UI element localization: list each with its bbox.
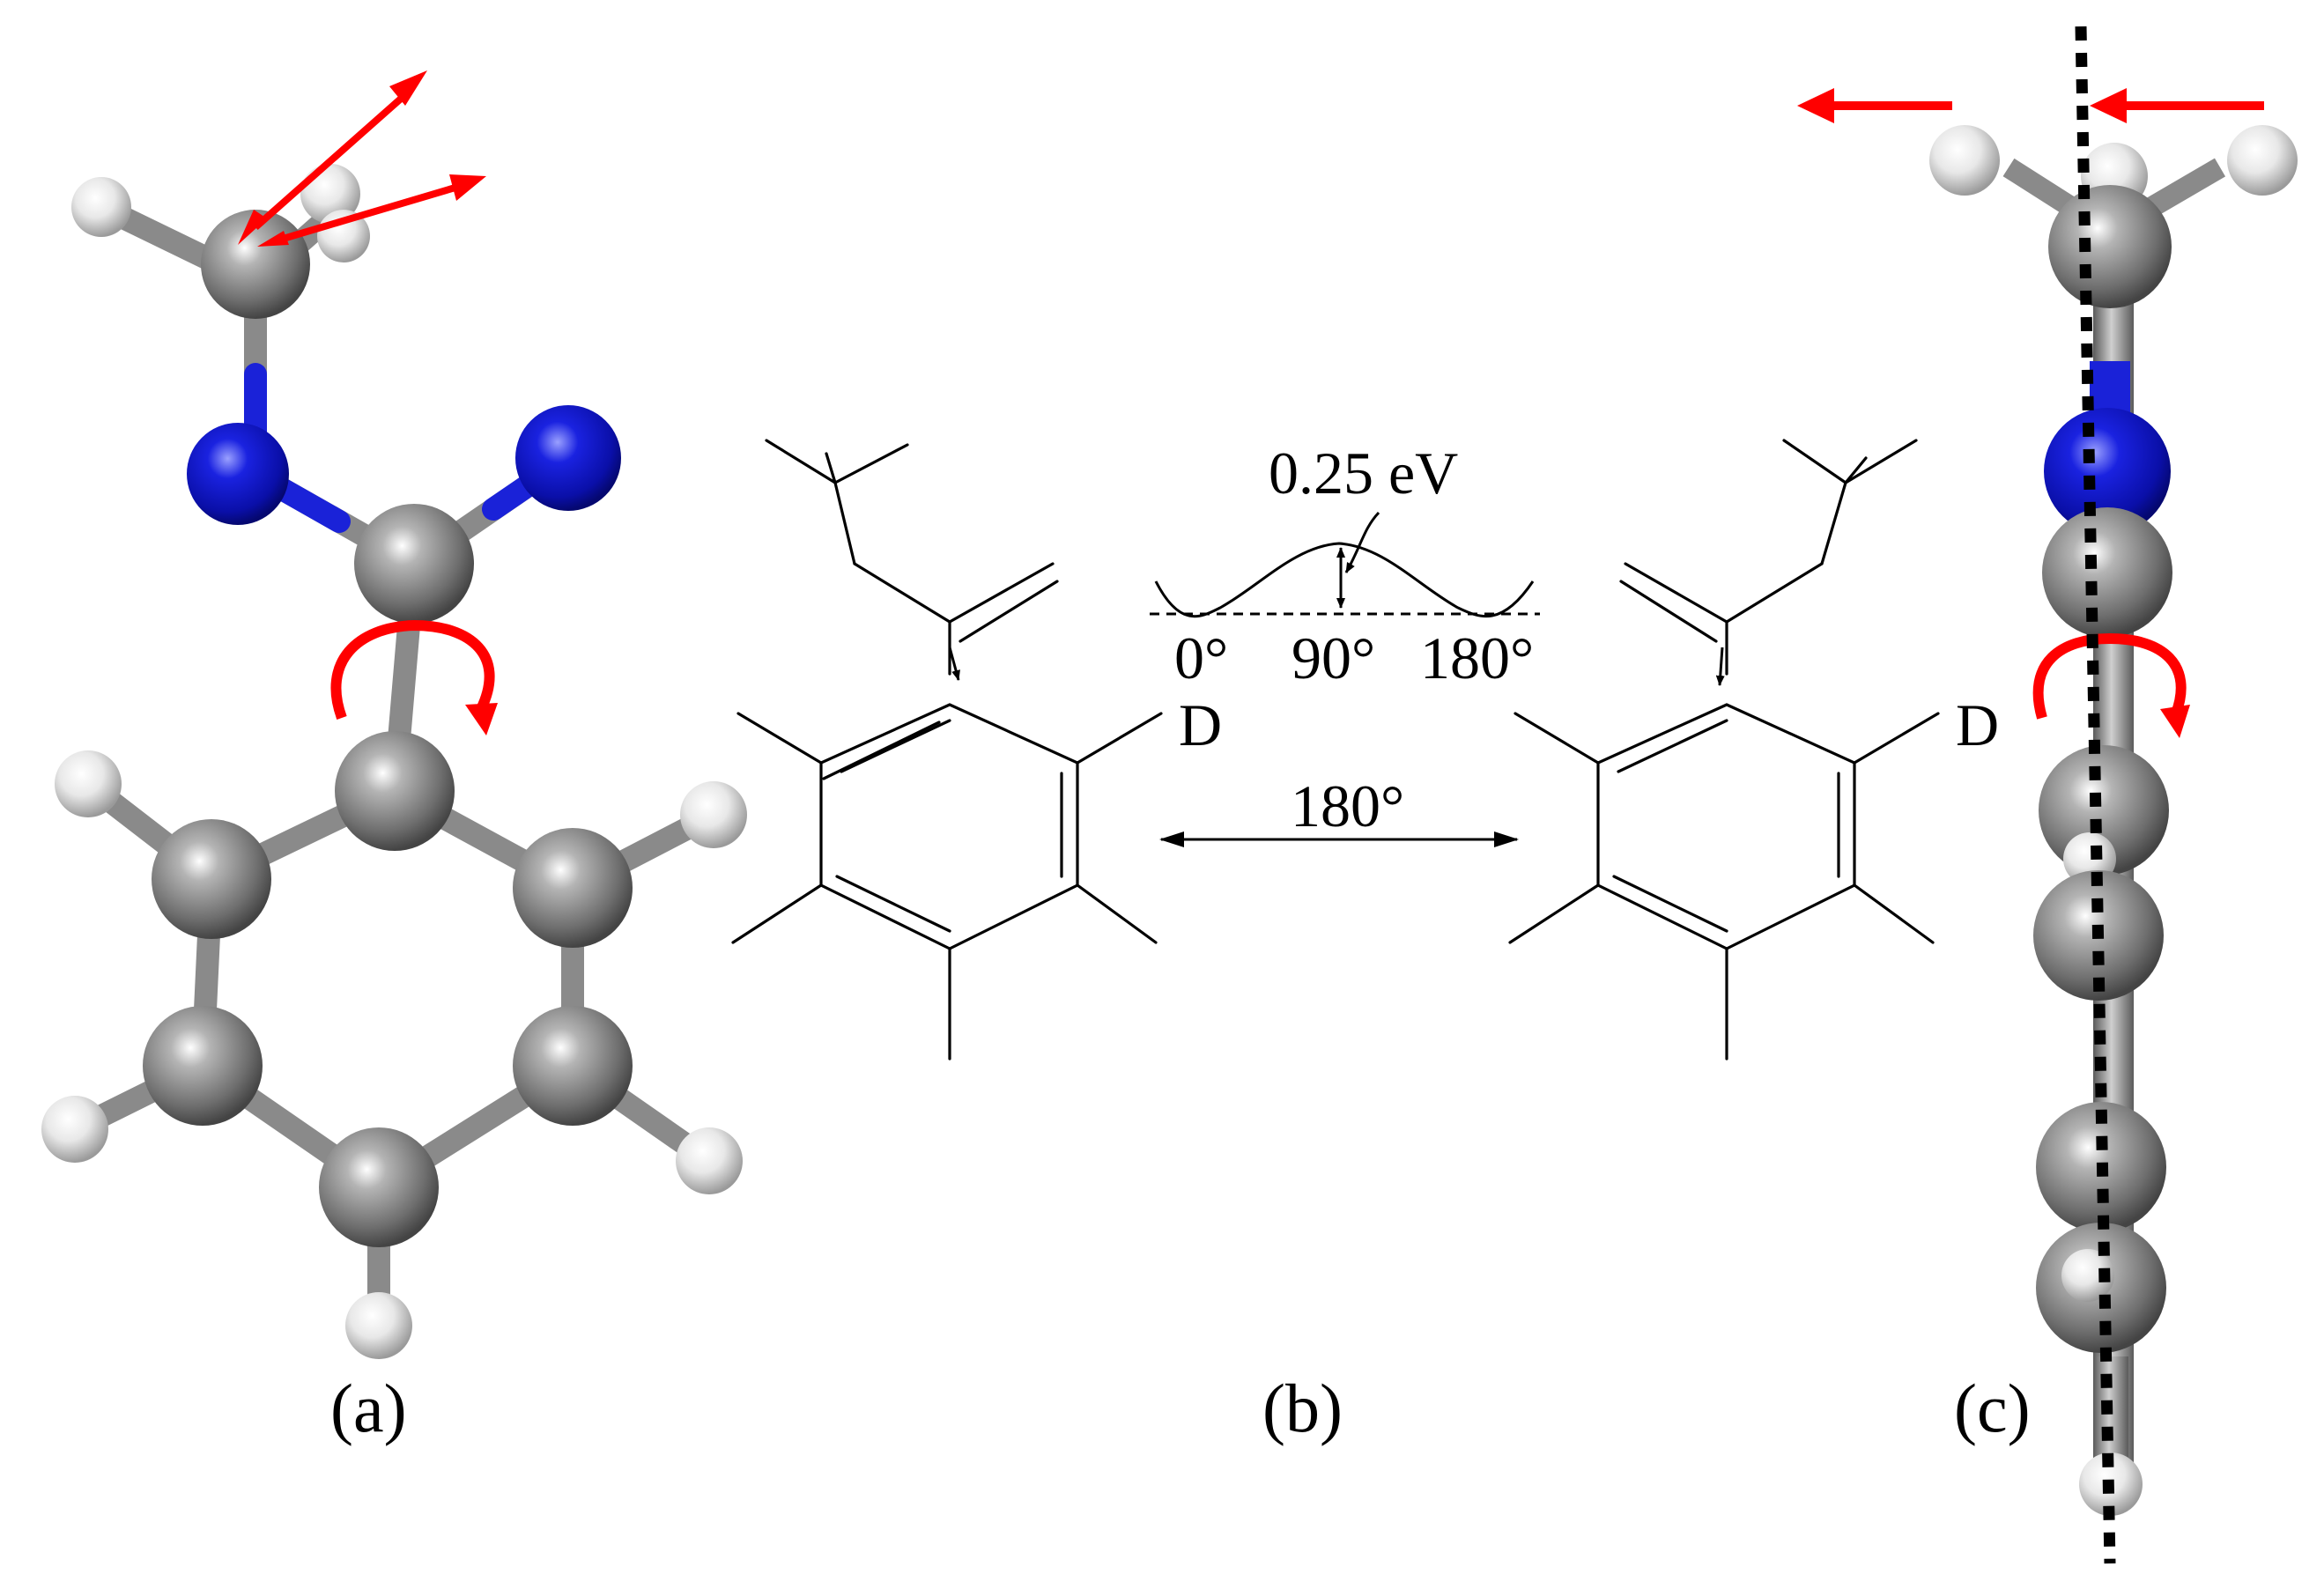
barrier-pointer <box>1344 511 1380 573</box>
rotation-arrow-icon <box>330 619 498 735</box>
carbon-atom <box>513 828 633 948</box>
carbon-atom <box>143 1006 263 1126</box>
right-attachment-arrow <box>1715 647 1725 686</box>
hydrogen-atom <box>55 750 122 817</box>
hydrogen-atom <box>680 781 747 848</box>
energy-profile: 0.25 eV 0° 90° 180° <box>1150 440 1540 691</box>
panel-a: (a) <box>41 70 747 1446</box>
carbon-atom <box>319 1127 439 1247</box>
left-ring-substituents <box>731 439 1163 1061</box>
energy-curve <box>1154 542 1535 618</box>
carbon-atom <box>354 504 474 624</box>
panel-b-label: (b) <box>1262 1370 1343 1446</box>
panel-a-label: (a) <box>330 1370 407 1446</box>
right-ring-substituents <box>1508 439 1940 1061</box>
left-substituent-label: D <box>1179 691 1222 758</box>
carbon-atom <box>513 1006 633 1126</box>
carbon-atom <box>335 731 455 851</box>
hydrogen-atom <box>41 1096 108 1163</box>
nitrogen-atom <box>187 423 289 525</box>
barrier-label: 0.25 eV <box>1269 440 1458 506</box>
hydrogen-atom <box>676 1127 743 1194</box>
hydrogen-atom <box>2227 125 2298 196</box>
rotation-arrow-icon <box>2032 632 2190 738</box>
panel-c-label: (c) <box>1954 1370 2031 1446</box>
carbon-atom <box>2042 507 2172 638</box>
nitrogen-atom <box>2044 408 2171 535</box>
panel-b: D D <box>731 439 1999 1446</box>
hydrogen-atom <box>345 1292 412 1359</box>
hydrogen-atom <box>71 177 131 237</box>
hydrogen-atom <box>1929 125 2000 196</box>
panel-c: (c) <box>1797 26 2298 1564</box>
right-ring-inner-bonds <box>1612 719 1840 933</box>
right-substituent-label: D <box>1956 691 1999 758</box>
hydrogen-atom <box>2061 1249 2114 1302</box>
angle-90-label: 90° <box>1292 625 1375 691</box>
flip-angle-label: 180° <box>1291 772 1404 839</box>
nitrogen-atom <box>515 405 621 511</box>
left-attachment-arrow <box>948 647 960 681</box>
panel-c-methyl <box>1929 125 2298 308</box>
angle-180-label: 180° <box>1420 625 1534 691</box>
left-ring-inner-bonds <box>835 719 1063 933</box>
displacement-arrow-icon <box>238 70 486 247</box>
angle-0-label: 0° <box>1174 625 1228 691</box>
displacement-arrow-icon <box>1797 88 2264 123</box>
carbon-atom <box>2048 185 2172 308</box>
molecular-plane-axis <box>2075 26 2116 1564</box>
panel-a-atoms <box>41 164 747 1359</box>
left-ring-schematic <box>819 703 1079 950</box>
carbon-atom <box>152 819 271 939</box>
right-ring-schematic <box>1596 703 1856 950</box>
